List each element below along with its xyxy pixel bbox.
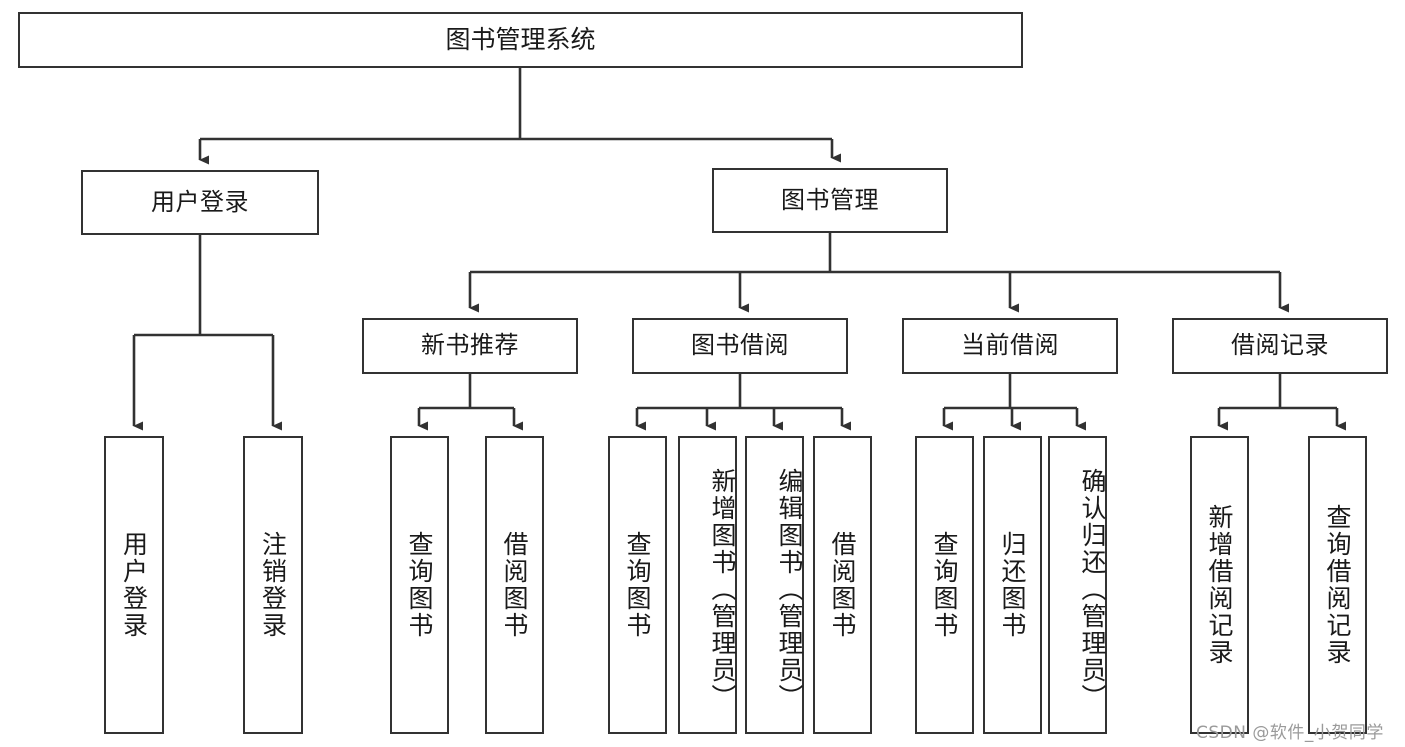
node-label: 当前借阅: [961, 331, 1059, 360]
node-current-borrow[interactable]: 当前借阅: [902, 318, 1118, 374]
leaf-query-books-borrow[interactable]: 查询图书: [608, 436, 667, 734]
node-root[interactable]: 图书管理系统: [18, 12, 1023, 68]
node-label: 借阅记录: [1231, 331, 1329, 360]
node-label: 编辑图书（管理员）: [775, 467, 804, 711]
node-label: 确认归还（管理员）: [1078, 467, 1107, 711]
node-label: 新增图书（管理员）: [708, 467, 737, 711]
leaf-query-borrow-record[interactable]: 查询借阅记录: [1308, 436, 1367, 734]
node-label: 用户登录: [119, 531, 149, 639]
leaf-query-books-recommend[interactable]: 查询图书: [390, 436, 449, 734]
node-book-management[interactable]: 图书管理: [712, 168, 948, 233]
leaf-borrow-books[interactable]: 借阅图书: [813, 436, 872, 734]
node-label: 归还图书: [998, 531, 1027, 639]
leaf-edit-book-admin[interactable]: 编辑图书（管理员）: [745, 436, 804, 734]
node-label: 用户登录: [151, 187, 249, 216]
node-label: 注销登录: [258, 531, 288, 639]
node-label: 查询图书: [405, 531, 434, 639]
node-label: 查询图书: [623, 531, 652, 639]
leaf-confirm-return-admin[interactable]: 确认归还（管理员）: [1048, 436, 1107, 734]
leaf-query-books-current[interactable]: 查询图书: [915, 436, 974, 734]
node-book-borrow[interactable]: 图书借阅: [632, 318, 848, 374]
leaf-return-books[interactable]: 归还图书: [983, 436, 1042, 734]
watermark: CSDN @软件_小贺同学: [1196, 723, 1384, 743]
leaf-add-borrow-record[interactable]: 新增借阅记录: [1190, 436, 1249, 734]
node-label: 图书管理系统: [445, 24, 596, 54]
leaf-user-login[interactable]: 用户登录: [104, 436, 164, 734]
node-label: 查询借阅记录: [1323, 504, 1352, 666]
node-label: 新增借阅记录: [1205, 504, 1234, 666]
node-user-login[interactable]: 用户登录: [81, 170, 319, 235]
node-label: 图书借阅: [691, 331, 789, 360]
node-label: 查询图书: [930, 531, 959, 639]
node-label: 新书推荐: [421, 331, 519, 360]
node-new-book-recommend[interactable]: 新书推荐: [362, 318, 578, 374]
node-label: 图书管理: [781, 185, 879, 214]
node-label: 借阅图书: [500, 531, 529, 639]
node-label: 借阅图书: [828, 531, 857, 639]
leaf-add-book-admin[interactable]: 新增图书（管理员）: [678, 436, 737, 734]
leaf-logout-login[interactable]: 注销登录: [243, 436, 303, 734]
leaf-borrow-books-recommend[interactable]: 借阅图书: [485, 436, 544, 734]
node-borrow-record[interactable]: 借阅记录: [1172, 318, 1388, 374]
